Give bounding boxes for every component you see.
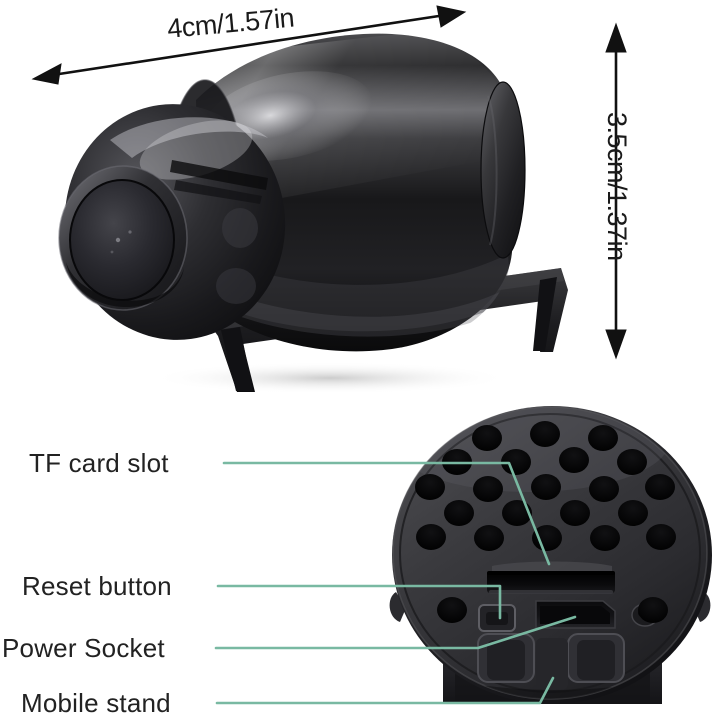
leader-line-power-socket bbox=[214, 615, 577, 650]
leader-line-tf-card-slot bbox=[222, 461, 551, 566]
camera-lens-dome bbox=[58, 104, 286, 340]
callout-label-reset-button: Reset button bbox=[22, 571, 172, 601]
camera-body-shadow bbox=[150, 362, 510, 394]
callout-leader-lines bbox=[214, 461, 577, 705]
width-arrow-head-right bbox=[436, 5, 467, 28]
callout-label-power-socket: Power Socket bbox=[2, 633, 165, 663]
callout-label-mobile-stand: Mobile stand bbox=[21, 688, 171, 718]
power-socket bbox=[535, 600, 616, 629]
callout-label-tf-card-slot: TF card slot bbox=[29, 448, 169, 478]
height-arrow-head-bottom bbox=[605, 329, 627, 360]
width-arrow-head-left bbox=[31, 63, 62, 85]
reset-button bbox=[478, 604, 516, 632]
barrel-end-cap bbox=[481, 82, 525, 258]
height-arrow-head-top bbox=[605, 22, 627, 53]
width-arrow-line bbox=[45, 12, 453, 78]
dimension-arrows bbox=[31, 5, 627, 360]
stand-bracket-pads bbox=[477, 633, 625, 690]
dimension-height-label: 3.5cm/1.37in bbox=[602, 112, 632, 261]
leader-line-reset-button bbox=[216, 584, 502, 620]
lens-glass bbox=[70, 180, 174, 300]
speaker-grille bbox=[415, 421, 676, 551]
leader-line-mobile-stand bbox=[215, 676, 555, 705]
camera-rear-disk bbox=[392, 406, 712, 704]
tf-card-slot bbox=[487, 561, 615, 594]
